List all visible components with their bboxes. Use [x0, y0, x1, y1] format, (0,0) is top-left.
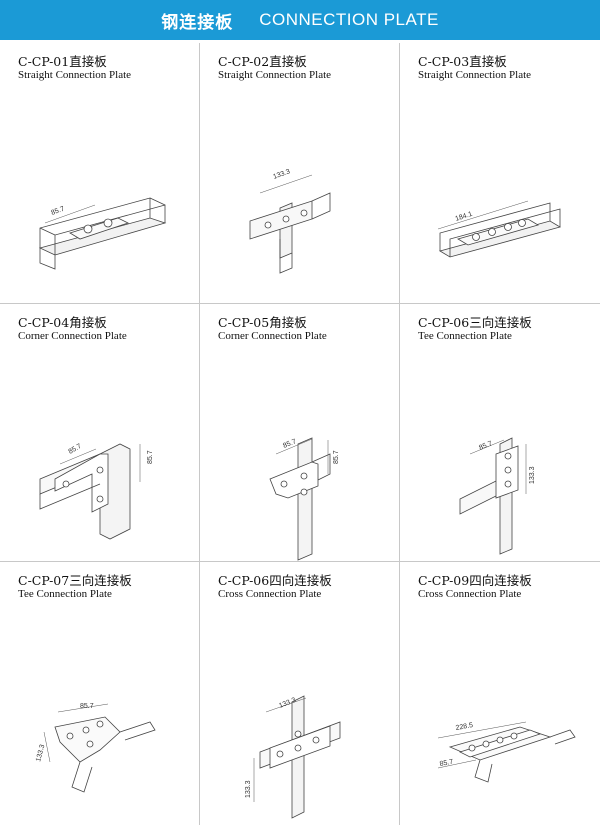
product-card: C-CP-06三向连接板 Tee Connection Plate 85.7 1…: [400, 304, 599, 562]
header-title-cn: 钢连接板: [161, 12, 234, 33]
product-name: Cross Connection Plate: [218, 588, 322, 600]
product-code: C-CP-01直接板: [18, 54, 107, 69]
product-card: C-CP-02直接板 Straight Connection Plate 133…: [200, 43, 399, 301]
product-code: C-CP-04角接板: [18, 315, 107, 330]
product-name: Straight Connection Plate: [18, 69, 132, 81]
dimension-label: 85.7: [478, 440, 493, 452]
cross-plate-illustration: 133.3 133.3: [245, 695, 341, 819]
product-name: Corner Connection Plate: [218, 330, 327, 342]
dimension-label: 85.7: [333, 450, 340, 464]
product-code: C-CP-06四向连接板: [218, 573, 332, 588]
product-name: Straight Connection Plate: [218, 69, 332, 81]
dimension-label: 85.7: [147, 450, 154, 464]
grid-divider: [0, 303, 600, 304]
dimension-label: 85.7: [80, 703, 94, 710]
dimension-label: 85.7: [439, 759, 454, 768]
dimension-label: 85.7: [50, 206, 65, 217]
product-code: C-CP-03直接板: [418, 54, 507, 69]
dimension-label: 85.7: [68, 443, 83, 456]
product-name: Corner Connection Plate: [18, 330, 127, 342]
dimension-label: 133.3: [35, 744, 46, 763]
tee-plate-flat-illustration: 85.7 133.3: [35, 703, 156, 793]
product-card: C-CP-03直接板 Straight Connection Plate 184…: [400, 43, 599, 301]
corner-plate-flat-illustration: 85.7 85.7: [269, 437, 340, 561]
product-card: C-CP-01直接板 Straight Connection Plate 85.…: [0, 43, 199, 301]
grid-divider: [0, 561, 600, 562]
dimension-label: 133.3: [245, 780, 252, 798]
product-card: C-CP-04角接板 Corner Connection Plate 85.7 …: [0, 304, 199, 562]
product-grid: C-CP-01直接板 Straight Connection Plate 85.…: [0, 43, 600, 825]
product-name: Tee Connection Plate: [18, 588, 112, 600]
product-name: Tee Connection Plate: [418, 330, 512, 342]
dimension-label: 85.7: [282, 438, 297, 450]
product-code: C-CP-09四向连接板: [418, 573, 532, 588]
straight-plate-illustration: 85.7: [38, 197, 167, 270]
cross-plate-flat-illustration: 228.5 85.7: [437, 721, 576, 783]
dimension-label: 133.3: [272, 168, 291, 181]
straight-plate-long-illustration: 184.1: [437, 200, 562, 258]
product-card: C-CP-06四向连接板 Cross Connection Plate 133.…: [200, 562, 399, 820]
header-banner: 钢连接板 CONNECTION PLATE: [0, 0, 600, 40]
grid-divider: [199, 43, 200, 825]
grid-divider: [399, 43, 400, 825]
product-name: Cross Connection Plate: [418, 588, 522, 600]
product-code: C-CP-02直接板: [218, 54, 307, 69]
dimension-label: 133.3: [529, 466, 536, 484]
product-name: Straight Connection Plate: [418, 69, 532, 81]
product-code: C-CP-05角接板: [218, 315, 307, 330]
corner-plate-illustration: 85.7 85.7: [39, 443, 154, 540]
product-card: C-CP-05角接板 Corner Connection Plate 85.7 …: [200, 304, 399, 562]
product-card: C-CP-09四向连接板 Cross Connection Plate 228.…: [400, 562, 599, 820]
product-card: C-CP-07三向连接板 Tee Connection Plate 85.7 1…: [0, 562, 199, 820]
header-title-en: CONNECTION PLATE: [259, 10, 439, 29]
straight-plate-vertical-illustration: 133.3: [249, 168, 331, 274]
tee-plate-illustration: 85.7 133.3: [459, 437, 536, 555]
product-code: C-CP-06三向连接板: [418, 315, 532, 330]
dimension-label: 228.5: [455, 722, 474, 732]
product-code: C-CP-07三向连接板: [18, 573, 132, 588]
